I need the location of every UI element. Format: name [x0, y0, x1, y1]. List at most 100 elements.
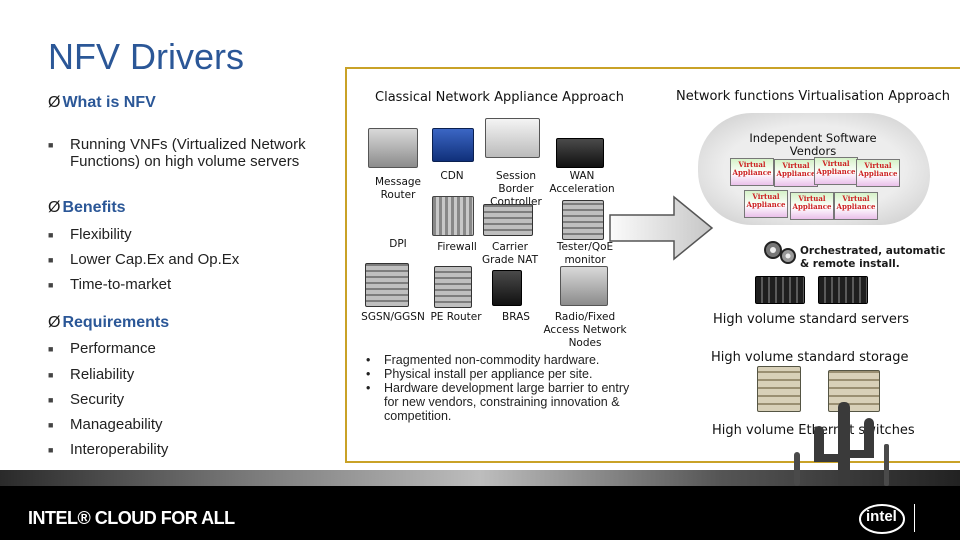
requirement-item: ■ Performance	[48, 340, 156, 357]
carrier-nat-label: Carrier Grade NAT	[482, 241, 538, 266]
bras-image	[492, 270, 522, 306]
square-bullet-icon: ■	[48, 255, 54, 265]
requirement-text: Performance	[70, 340, 156, 357]
arrow-bullet-icon: Ø	[48, 94, 61, 111]
dot-bullet-icon: •	[366, 381, 371, 395]
classical-heading: Classical Network Appliance Approach	[375, 90, 624, 105]
requirement-text: Interoperability	[70, 441, 169, 458]
dpi-label: DPI	[389, 238, 407, 250]
what-heading-text: What is NFV	[62, 94, 156, 111]
requirement-item: ■ Manageability	[48, 416, 163, 433]
benefit-item: ■ Time-to-market	[48, 276, 171, 293]
intel-logo-text: intel	[866, 508, 897, 525]
classical-bullets: • Fragmented non-commodity hardware. • Phy…	[366, 353, 636, 423]
cactus-icon	[794, 402, 889, 488]
benefit-text: Flexibility	[70, 226, 132, 243]
virtual-appliance-text: Virtual Appliance	[816, 159, 856, 176]
square-bullet-icon: ■	[48, 344, 54, 354]
tester-label: Tester/QoE monitor	[556, 241, 614, 266]
requirement-text: Security	[70, 391, 125, 408]
desert-strip	[0, 470, 960, 490]
virtual-appliance-text: Virtual Appliance	[732, 160, 772, 177]
virtual-appliance-text: Virtual Appliance	[858, 161, 898, 178]
session-border-image	[485, 118, 540, 158]
wan-label: WAN Acceleration	[549, 170, 615, 195]
orchestrated-label: Orchestrated, automatic & remote install…	[800, 245, 946, 270]
tester-image	[562, 200, 604, 240]
virtual-appliance-icon: Virtual Appliance	[790, 192, 834, 220]
square-bullet-icon: ■	[48, 370, 54, 380]
pe-router-image	[434, 266, 472, 308]
bras-label: BRAS	[502, 311, 530, 323]
what-item-text: Running VNFs (Virtualized Network Functi…	[70, 136, 306, 170]
big-arrow-icon	[609, 195, 714, 261]
benefit-item: ■ Lower Cap.Ex and Op.Ex	[48, 251, 239, 268]
square-bullet-icon: ■	[48, 445, 54, 455]
sgsn-label: SGSN/GGSN	[361, 311, 425, 323]
virtual-appliance-text: Virtual Appliance	[746, 192, 786, 209]
virtual-appliance-icon: Virtual Appliance	[730, 158, 774, 186]
wan-acceleration-image	[556, 138, 604, 168]
message-router-image	[368, 128, 418, 168]
footer-bar	[0, 486, 960, 540]
virtual-appliance-text: Virtual Appliance	[776, 161, 816, 178]
square-bullet-icon: ■	[48, 395, 54, 405]
footer-divider	[914, 504, 915, 532]
virtual-appliance-icon: Virtual Appliance	[774, 159, 818, 187]
arrow-bullet-icon: Ø	[48, 314, 61, 331]
gears-icon	[764, 241, 796, 264]
benefit-text: Lower Cap.Ex and Op.Ex	[70, 251, 240, 268]
virtual-appliance-icon: Virtual Appliance	[834, 192, 878, 220]
virtual-appliance-icon: Virtual Appliance	[744, 190, 788, 218]
storage-image	[828, 370, 880, 412]
classical-bullet-text: Hardware development large barrier to en…	[384, 381, 630, 423]
square-bullet-icon: ■	[48, 280, 54, 290]
servers-label: High volume standard servers	[713, 312, 910, 327]
square-bullet-icon: ■	[48, 140, 54, 150]
pe-router-label: PE Router	[430, 311, 482, 323]
firewall-label: Firewall	[437, 241, 477, 253]
storage-label: High volume standard storage	[711, 350, 909, 365]
isv-label: Independent Software Vendors	[749, 131, 877, 158]
slide-title: NFV Drivers	[48, 36, 244, 77]
storage-image	[757, 366, 801, 412]
brand-text: INTEL® CLOUD FOR ALL	[28, 508, 235, 528]
carrier-nat-image	[483, 204, 533, 236]
radio-label: Radio/Fixed Access Network Nodes	[543, 311, 627, 349]
virtual-heading: Network functions Virtualisation Approac…	[676, 89, 951, 104]
dot-bullet-icon: •	[366, 367, 371, 381]
requirement-item: ■ Security	[48, 391, 124, 408]
radio-node-image	[560, 266, 608, 306]
benefit-item: ■ Flexibility	[48, 226, 132, 243]
virtual-appliance-icon: Virtual Appliance	[856, 159, 900, 187]
classical-bullet-text: Physical install per appliance per site.	[384, 367, 593, 381]
virtual-appliance-icon: Virtual Appliance	[814, 157, 858, 185]
message-router-label: Message Router	[374, 176, 422, 201]
square-bullet-icon: ■	[48, 420, 54, 430]
requirement-text: Manageability	[70, 416, 163, 433]
requirements-heading-text: Requirements	[62, 314, 170, 331]
firewall-image	[432, 196, 474, 236]
arrow-bullet-icon: Ø	[48, 199, 61, 216]
requirement-item: ■ Interoperability	[48, 441, 168, 458]
square-bullet-icon: ■	[48, 230, 54, 240]
server-image	[755, 276, 805, 304]
diagram-frame	[345, 67, 960, 463]
classical-bullet-text: Fragmented non-commodity hardware.	[384, 353, 600, 367]
what-item: ■ Running VNFs (Virtualized Network Func…	[48, 136, 338, 170]
cdn-label: CDN	[440, 170, 464, 182]
server-image	[818, 276, 868, 304]
intel-logo-icon	[859, 504, 905, 534]
cdn-image	[432, 128, 474, 162]
requirement-item: ■ Reliability	[48, 366, 134, 383]
requirement-text: Reliability	[70, 366, 135, 383]
benefits-heading-text: Benefits	[62, 199, 126, 216]
sgsn-image	[365, 263, 409, 307]
virtual-appliance-text: Virtual Appliance	[792, 194, 832, 211]
virtual-appliance-text: Virtual Appliance	[836, 194, 876, 211]
benefit-text: Time-to-market	[70, 276, 172, 293]
dot-bullet-icon: •	[366, 353, 371, 367]
